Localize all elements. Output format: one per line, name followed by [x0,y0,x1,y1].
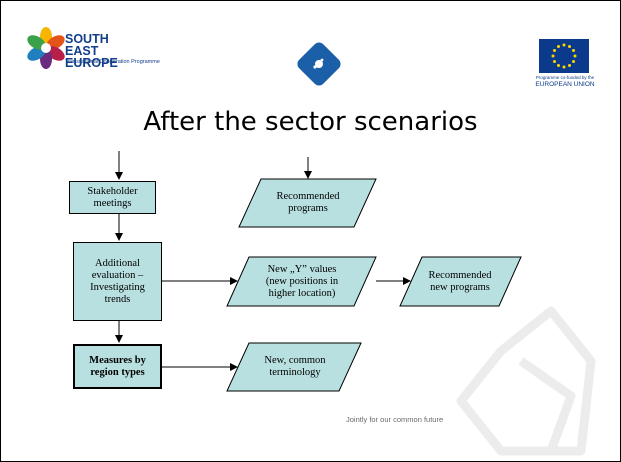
see-logo-line1: SOUTH EAST [65,32,109,58]
decorative-star-outline-icon [456,306,596,456]
recommended-programs-shape [238,178,377,228]
see-flower-icon [27,27,65,69]
additional-evaluation-label: Additional evaluation – Investigating tr… [90,257,145,305]
see-logo-subtitle: Transnational Cooperation Programme [65,59,160,65]
new-y-values-shape [226,256,377,307]
see-logo-line2: EUROPE [65,56,118,70]
south-east-europe-logo: SOUTH EAST EUROPE Transnational Cooperat… [23,25,160,70]
eu-star [557,44,560,48]
eu-star [572,49,576,52]
footer-slogan: Jointly for our common future [346,415,444,424]
recommended-programs-label: Recommended programs [276,191,340,214]
new-common-terminology-shape [226,342,362,392]
eu-star [568,44,571,48]
eu-flag-icon [539,39,589,73]
eu-star [573,54,577,58]
new-y-values-label: New „Y” values (new positions in higher … [265,263,339,299]
stakeholder-meetings-box: Stakeholder meetings [69,181,156,214]
eu-star [562,43,566,47]
eu-star [552,60,556,63]
eu-star [551,54,555,58]
eu-star [552,49,556,52]
eu-star [557,64,560,68]
recommended-new-programs-shape [399,256,522,307]
slide-title: After the sector scenarios [143,107,478,137]
new-common-terminology-label: New, common terminology [264,355,326,378]
eu-star [572,60,576,63]
programme-emblem-icon [297,42,341,86]
eu-star [568,64,571,68]
measures-by-region-label: Measures by region types [89,354,146,378]
eu-logo: Programme co-funded by the EUROPEAN UNIO… [529,39,601,91]
eu-star [562,65,566,69]
additional-evaluation-box: Additional evaluation – Investigating tr… [73,242,162,321]
stakeholder-meetings-label: Stakeholder meetings [87,185,138,209]
eu-caption: Programme co-funded by the [535,75,595,80]
measures-by-region-box: Measures by region types [73,344,162,389]
recommended-new-programs-label: Recommended new programs [428,269,492,293]
eu-name: EUROPEAN UNION [535,81,595,88]
